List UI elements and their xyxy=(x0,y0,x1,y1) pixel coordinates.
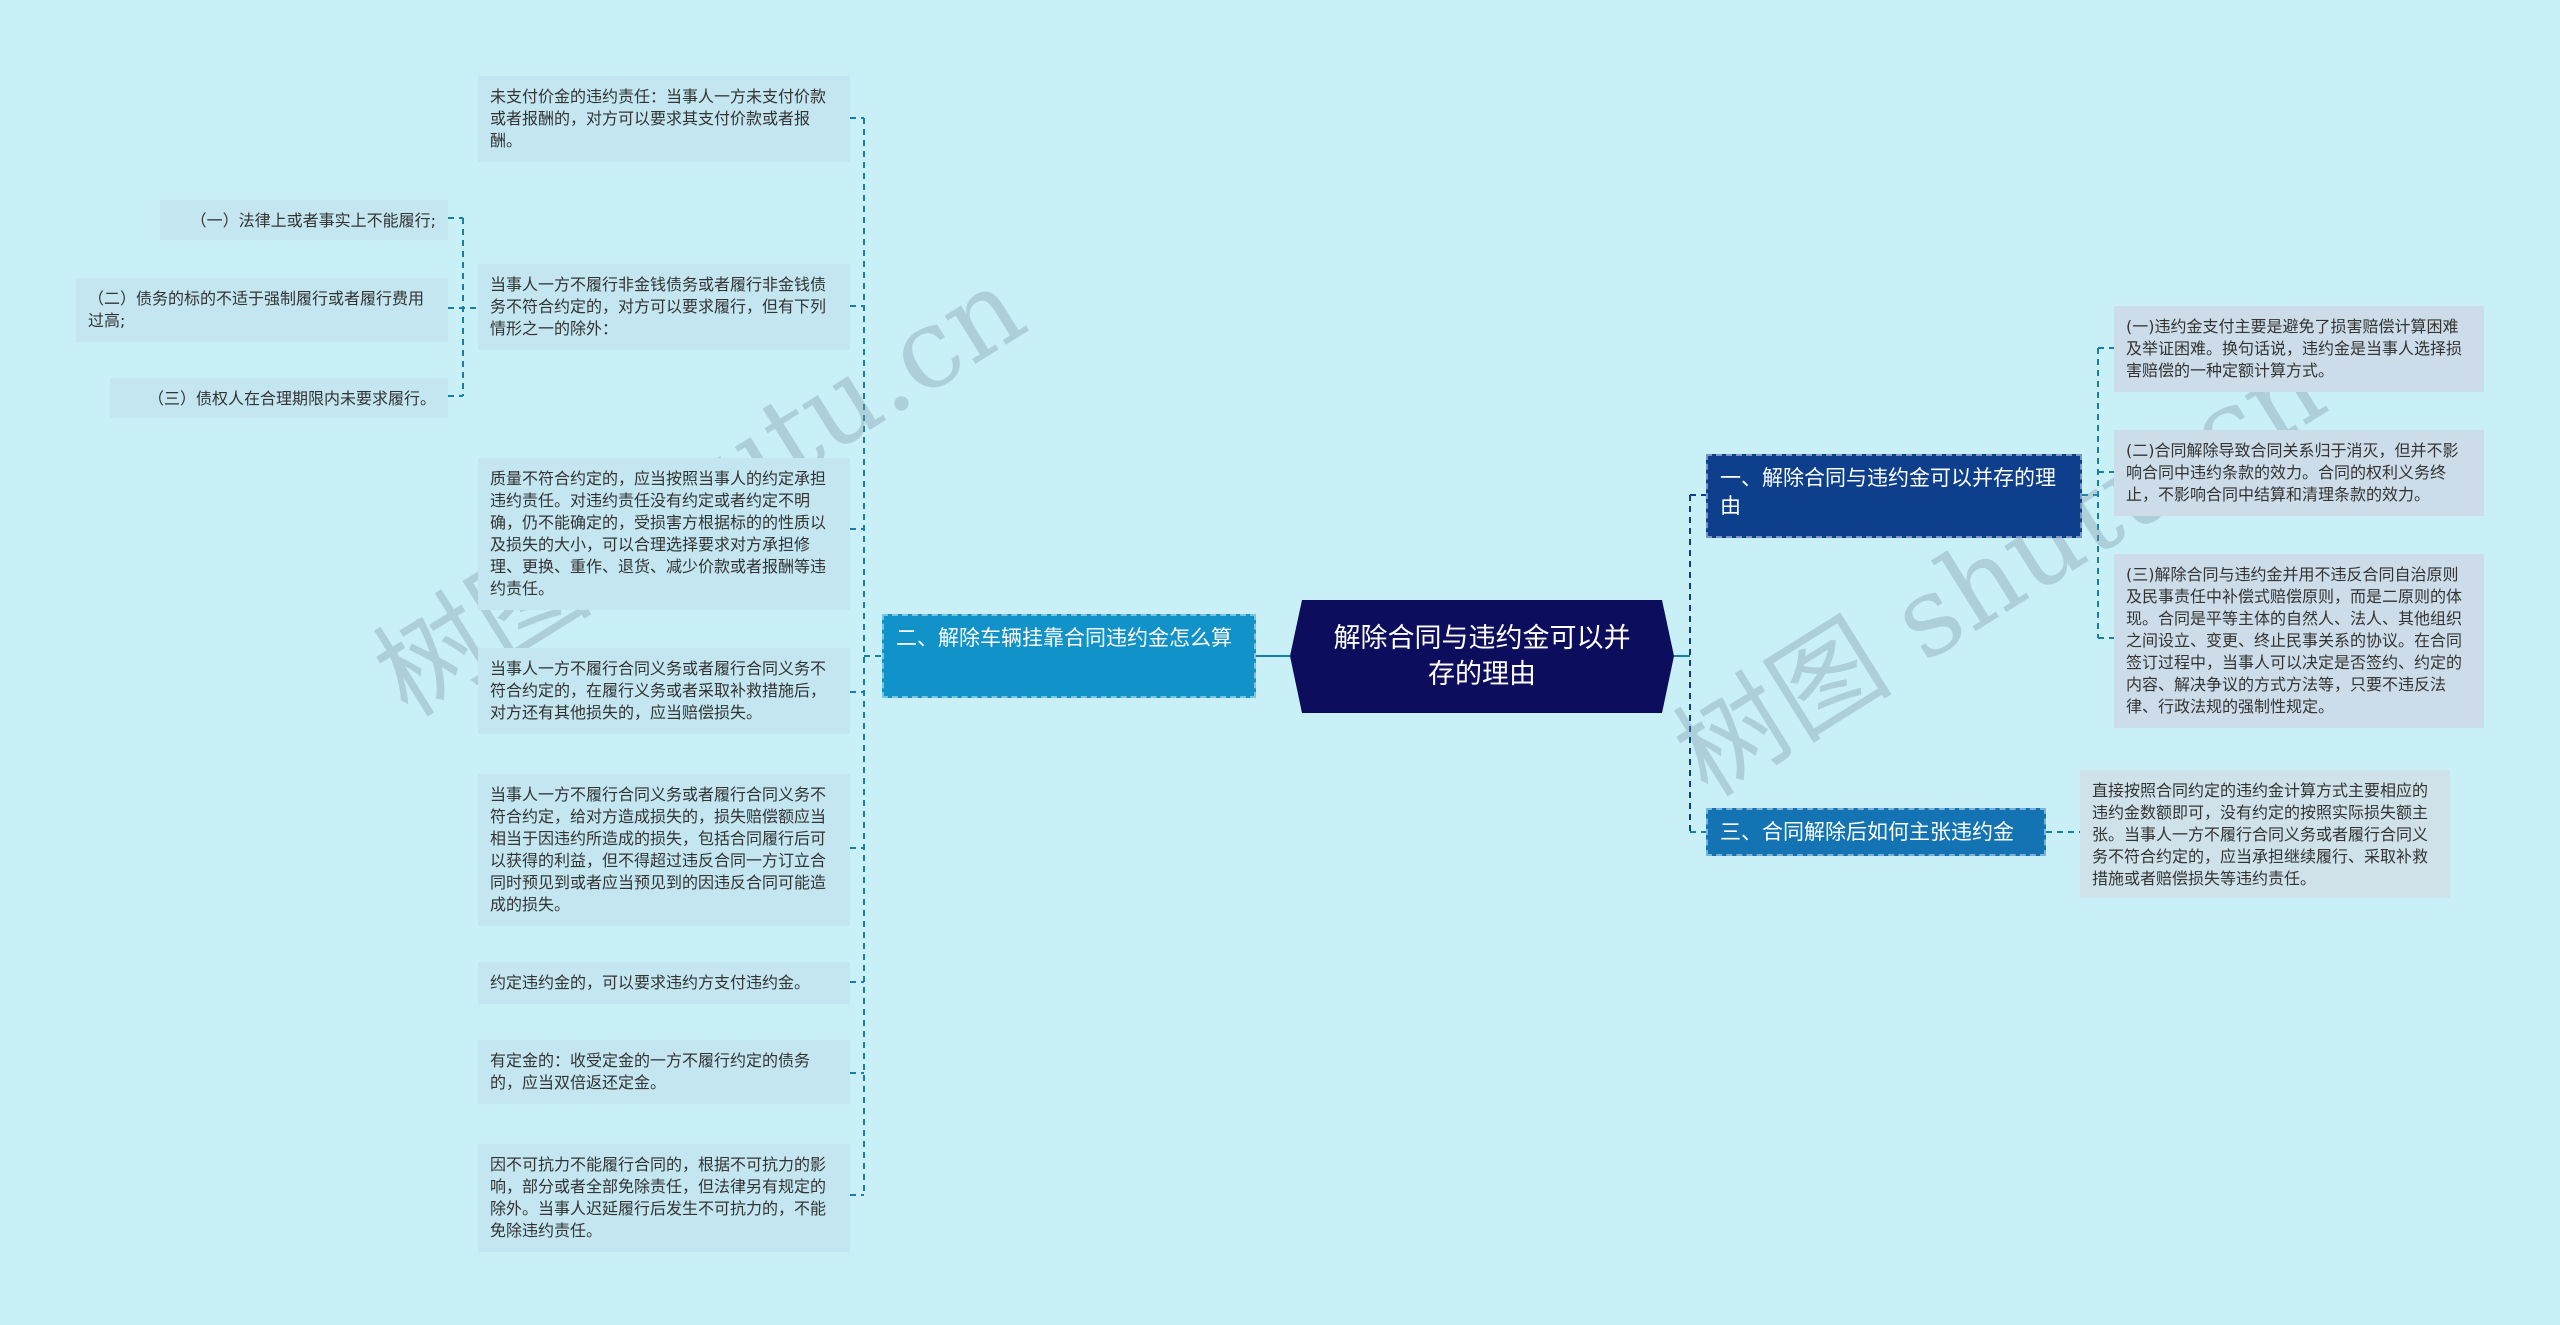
root-node[interactable]: 解除合同与违约金可以并存的理由 xyxy=(1290,600,1674,713)
leaf-loss-compensation[interactable]: 当事人一方不履行合同义务或者履行合同义务不符合约定，给对方造成损失的，损失赔偿额… xyxy=(478,774,850,926)
root-title: 解除合同与违约金可以并存的理由 xyxy=(1333,622,1631,690)
branch-node-one[interactable]: 一、解除合同与违约金可以并存的理由 xyxy=(1706,454,2082,538)
leaf-deposit[interactable]: 有定金的：收受定金的一方不履行约定的债务的，应当双倍返还定金。 xyxy=(478,1040,850,1104)
leaf-quality-nonconformity[interactable]: 质量不符合约定的，应当按照当事人的约定承担违约责任。对违约责任没有约定或者约定不… xyxy=(478,458,850,610)
leaf-reason-3[interactable]: (三)解除合同与违约金并用不违反合同自治原则及民事责任中补偿式赔偿原则，而是二原… xyxy=(2114,554,2484,728)
leaf-non-monetary-obligation[interactable]: 当事人一方不履行非金钱债务或者履行非金钱债务不符合约定的，对方可以要求履行，但有… xyxy=(478,264,850,350)
leaf-unpaid-price[interactable]: 未支付价金的违约责任：当事人一方未支付价款或者报酬的，对方可以要求其支付价款或者… xyxy=(478,76,850,162)
exception-item-1[interactable]: （一）法律上或者事实上不能履行; xyxy=(160,200,448,240)
branch-two-label: 二、解除车辆挂靠合同违约金怎么算 xyxy=(896,626,1232,650)
leaf-force-majeure[interactable]: 因不可抗力不能履行合同的，根据不可抗力的影响，部分或者全部免除责任，但法律另有规… xyxy=(478,1144,850,1252)
branch-node-two[interactable]: 二、解除车辆挂靠合同违约金怎么算 xyxy=(882,614,1256,698)
branch-three-label: 三、合同解除后如何主张违约金 xyxy=(1720,820,2014,844)
leaf-reason-1[interactable]: (一)违约金支付主要是避免了损害赔偿计算困难及举证困难。换句话说，违约金是当事人… xyxy=(2114,306,2484,392)
leaf-reason-2[interactable]: (二)合同解除导致合同关系归于消灭，但并不影响合同中违约条款的效力。合同的权利义… xyxy=(2114,430,2484,516)
branch-node-three[interactable]: 三、合同解除后如何主张违约金 xyxy=(1706,808,2046,856)
branch-one-label: 一、解除合同与违约金可以并存的理由 xyxy=(1720,466,2056,518)
exception-item-2[interactable]: （二）债务的标的不适于强制履行或者履行费用过高; xyxy=(76,278,448,342)
leaf-other-losses[interactable]: 当事人一方不履行合同义务或者履行合同义务不符合约定的，在履行义务或者采取补救措施… xyxy=(478,648,850,734)
leaf-liquidated-damages[interactable]: 约定违约金的，可以要求违约方支付违约金。 xyxy=(478,962,850,1004)
leaf-claim-method[interactable]: 直接按照合同约定的违约金计算方式主要相应的违约金数额即可，没有约定的按照实际损失… xyxy=(2080,770,2450,898)
exception-item-3[interactable]: （三）债权人在合理期限内未要求履行。 xyxy=(110,378,448,418)
